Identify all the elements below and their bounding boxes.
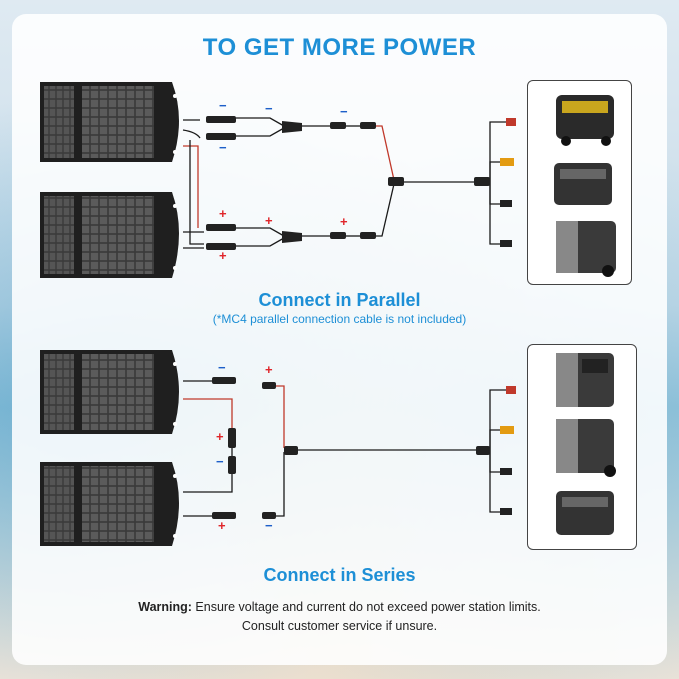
series-connectors [212, 377, 516, 519]
power-station-icon [556, 353, 614, 407]
power-station-icon [556, 221, 616, 277]
svg-text:−: − [219, 140, 227, 155]
power-station-icon [556, 95, 614, 146]
power-station-box-series [527, 344, 637, 550]
svg-text:−: − [340, 104, 348, 119]
parallel-note: (*MC4 parallel connection cable is not i… [212, 312, 467, 326]
parallel-connectors [206, 116, 516, 250]
power-station-icon [554, 163, 612, 205]
solar-panel-parallel-2 [40, 192, 179, 278]
power-station-icon [556, 419, 616, 477]
svg-text:+: + [219, 248, 227, 263]
parallel-heading: Connect in Parallel [258, 290, 421, 310]
svg-text:−: − [218, 360, 226, 375]
svg-text:+: + [265, 362, 273, 377]
parallel-wiring [182, 117, 506, 249]
svg-text:+: + [218, 518, 226, 533]
svg-text:−: − [265, 101, 273, 116]
solar-panel-parallel-1 [40, 82, 179, 162]
svg-text:−: − [216, 454, 224, 469]
solar-panel-series-1 [40, 350, 179, 434]
power-station-icon [556, 491, 614, 535]
power-station-box-parallel [527, 80, 632, 285]
warning-label: Warning: [138, 600, 192, 614]
series-polarity-signs: − + + − + − [216, 360, 273, 533]
page-title: TO GET MORE POWER [202, 34, 477, 61]
warning-text: Warning: Ensure voltage and current do n… [0, 598, 679, 636]
series-heading: Connect in Series [263, 565, 416, 585]
warning-line-2: Consult customer service if unsure. [241, 619, 438, 633]
svg-text:−: − [265, 518, 273, 533]
solar-panel-series-2 [40, 462, 179, 546]
parallel-polarity-signs: − − + + − + − + [219, 98, 348, 263]
svg-text:+: + [265, 213, 273, 228]
warning-line-1: Ensure voltage and current do not exceed… [195, 600, 541, 614]
series-wiring [183, 380, 506, 517]
svg-text:+: + [219, 206, 227, 221]
svg-text:+: + [340, 214, 348, 229]
svg-text:−: − [219, 98, 227, 113]
svg-text:+: + [216, 429, 224, 444]
